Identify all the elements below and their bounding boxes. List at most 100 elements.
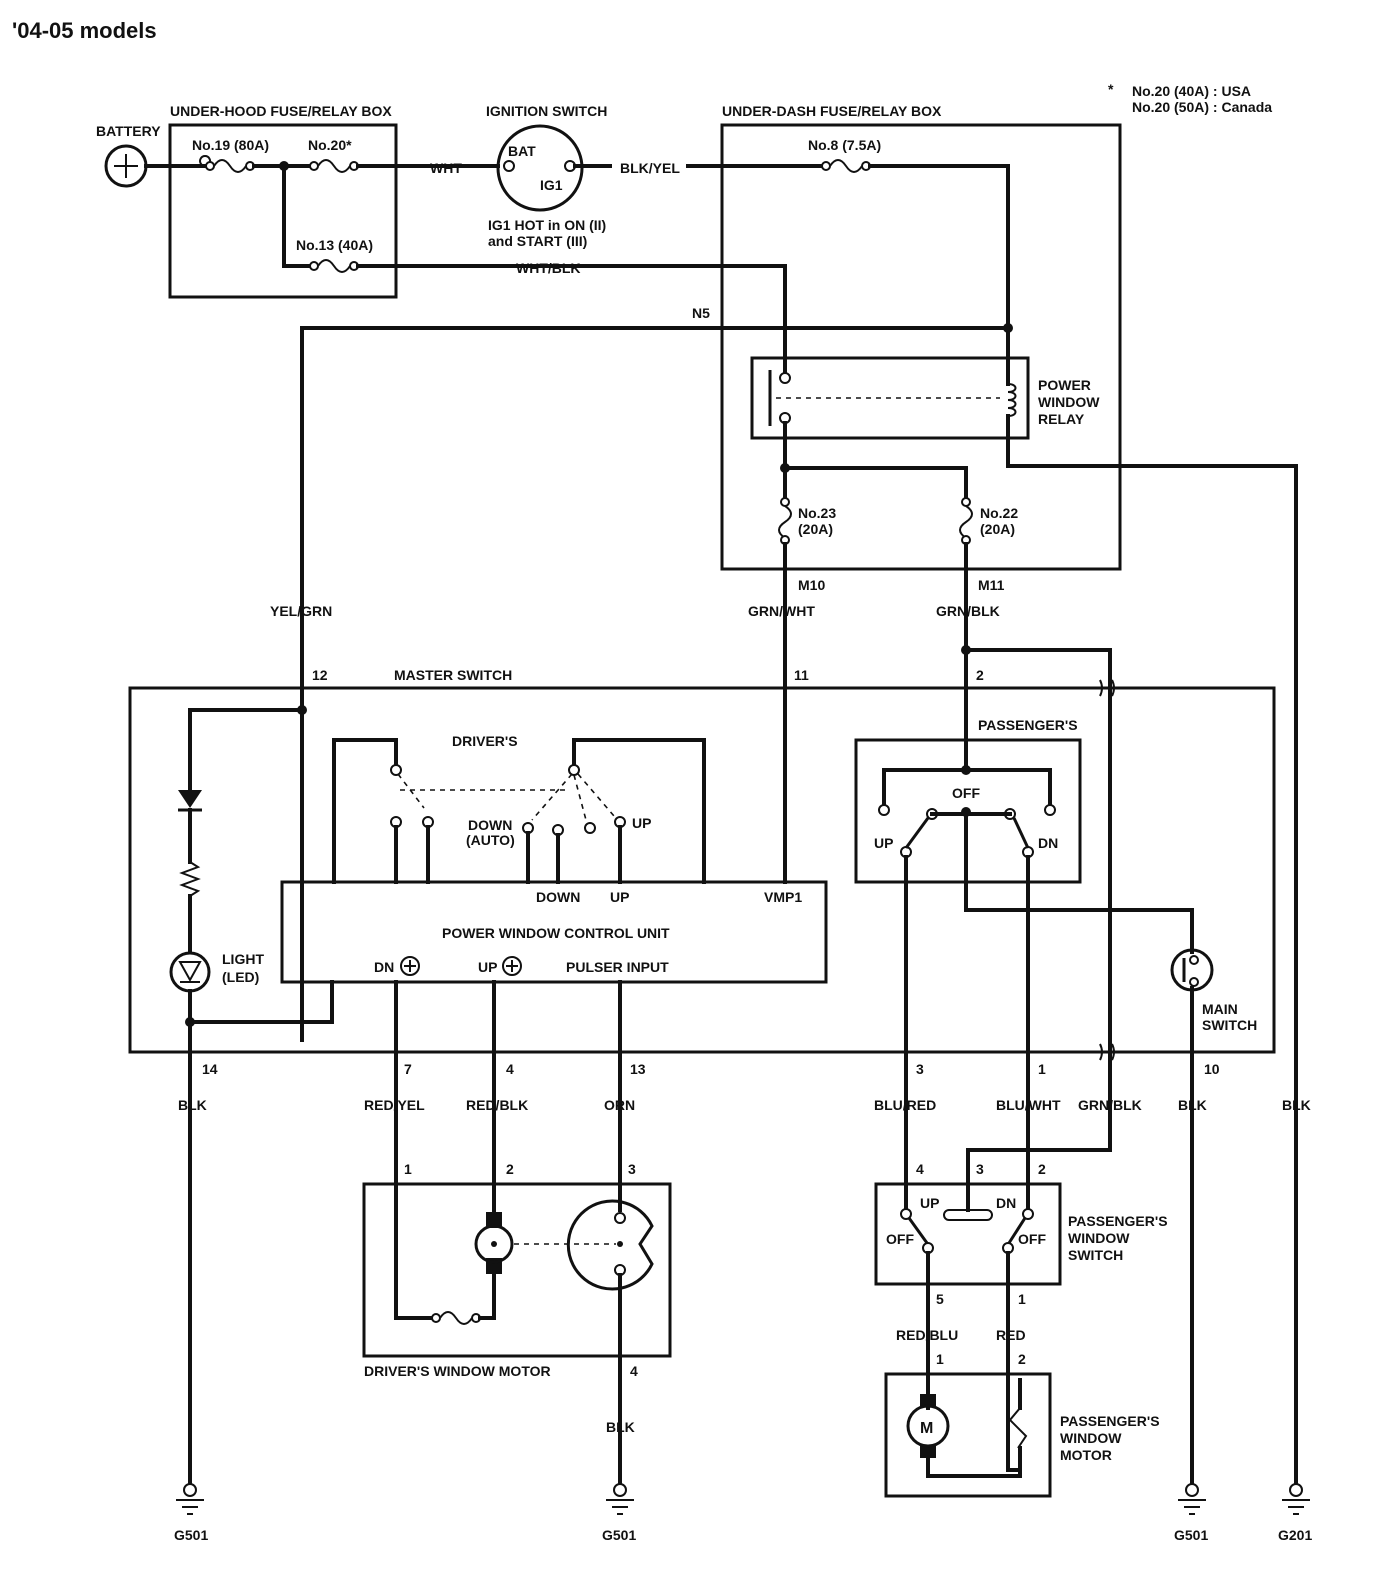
fuse-8-label: No.8 (7.5A) bbox=[808, 137, 881, 153]
note-line-2: No.20 (50A) : Canada bbox=[1132, 99, 1272, 115]
ignition-switch: IGNITION SWITCH BAT IG1 IG1 HOT in ON (I… bbox=[486, 103, 607, 249]
pin-12: 12 bbox=[312, 667, 328, 683]
pin-10: 10 bbox=[1204, 1061, 1220, 1077]
fuse-22-label-2: (20A) bbox=[980, 521, 1015, 537]
fuse-22-label-1: No.22 bbox=[980, 505, 1018, 521]
pcu-up-out-label: UP bbox=[478, 959, 497, 975]
ignition-ig1-label: IG1 bbox=[540, 177, 563, 193]
wire-grn-wht: GRN/WHT bbox=[748, 603, 815, 619]
fuse-23-label-1: No.23 bbox=[798, 505, 836, 521]
passengers-label: PASSENGER'S bbox=[978, 717, 1078, 733]
passengers-dn-label: DN bbox=[1038, 835, 1058, 851]
pws-off-right: OFF bbox=[1018, 1231, 1046, 1247]
diagram-title: '04-05 models bbox=[12, 18, 157, 43]
dwm-pin-2: 2 bbox=[506, 1161, 514, 1177]
pws-label-1: PASSENGER'S bbox=[1068, 1213, 1168, 1229]
master-switch: MASTER SWITCH 12 11 2 bbox=[128, 667, 1276, 1054]
wire-grn-blk: GRN/BLK bbox=[1078, 1097, 1142, 1113]
pcu-down-label: DOWN bbox=[536, 889, 580, 905]
dwm-pin-3: 3 bbox=[628, 1161, 636, 1177]
pws-pin-5: 5 bbox=[936, 1291, 944, 1307]
pin-1: 1 bbox=[1038, 1061, 1046, 1077]
fuse-19-label: No.19 (80A) bbox=[192, 137, 269, 153]
pws-off-left: OFF bbox=[886, 1231, 914, 1247]
note-line-1: No.20 (40A) : USA bbox=[1132, 83, 1251, 99]
wire-blk-1: BLK bbox=[178, 1097, 207, 1113]
pws-dn-label: DN bbox=[996, 1195, 1016, 1211]
battery: BATTERY bbox=[96, 123, 161, 188]
wire-red-yel: RED/YEL bbox=[364, 1097, 425, 1113]
pin-4: 4 bbox=[506, 1061, 514, 1077]
ground-label-3: G501 bbox=[1174, 1527, 1208, 1543]
fuse-22-symbol: No.22 (20A) bbox=[959, 497, 1018, 545]
power-window-control-unit: DOWN UP VMP1 POWER WINDOW CONTROL UNIT D… bbox=[280, 880, 828, 984]
main-switch-label-1: MAIN bbox=[1202, 1001, 1238, 1017]
pws-pin-2: 2 bbox=[1038, 1161, 1046, 1177]
pws-label-3: SWITCH bbox=[1068, 1247, 1123, 1263]
fuse-13-symbol bbox=[309, 259, 359, 273]
fuse-20-symbol bbox=[309, 159, 359, 173]
pwm-label-3: MOTOR bbox=[1060, 1447, 1112, 1463]
light-label-2: (LED) bbox=[222, 969, 259, 985]
connector-n5: N5 bbox=[692, 305, 710, 321]
pwm-pin-1: 1 bbox=[936, 1351, 944, 1367]
fuse-13-label: No.13 (40A) bbox=[296, 237, 373, 253]
power-window-relay: POWER WINDOW RELAY bbox=[750, 356, 1100, 440]
resistor-symbol bbox=[179, 861, 201, 897]
fuse-20-label: No.20* bbox=[308, 137, 352, 153]
note-asterisk: * bbox=[1108, 81, 1114, 97]
passengers-off-label: OFF bbox=[952, 785, 980, 801]
fuse-23-label-2: (20A) bbox=[798, 521, 833, 537]
connector-m10: M10 bbox=[798, 577, 825, 593]
relay-label-3: RELAY bbox=[1038, 411, 1085, 427]
ignition-note-2: and START (III) bbox=[488, 233, 587, 249]
fuse-19-symbol bbox=[205, 159, 255, 173]
pin-13: 13 bbox=[630, 1061, 646, 1077]
wire-blu-red: BLU/RED bbox=[874, 1097, 936, 1113]
fuse-23-symbol: No.23 (20A) bbox=[778, 497, 836, 545]
pin-2: 2 bbox=[976, 667, 984, 683]
passengers-window-motor: 1 2 M PASSENGER'S WINDOW MOTOR bbox=[884, 1351, 1160, 1498]
drivers-up-label: UP bbox=[632, 815, 651, 831]
under-dash-box-label: UNDER-DASH FUSE/RELAY BOX bbox=[722, 103, 942, 119]
pwm-label-1: PASSENGER'S bbox=[1060, 1413, 1160, 1429]
down-auto-label-2: (AUTO) bbox=[466, 832, 515, 848]
master-switch-label: MASTER SWITCH bbox=[394, 667, 512, 683]
pwm-pin-2: 2 bbox=[1018, 1351, 1026, 1367]
under-hood-box-label: UNDER-HOOD FUSE/RELAY BOX bbox=[170, 103, 392, 119]
dwm-pin-1: 1 bbox=[404, 1161, 412, 1177]
pwm-label-2: WINDOW bbox=[1060, 1430, 1122, 1446]
wire-blk-4: BLK bbox=[606, 1419, 635, 1435]
pws-up-label: UP bbox=[920, 1195, 939, 1211]
passengers-up-label: UP bbox=[874, 835, 893, 851]
relay-label-1: POWER bbox=[1038, 377, 1091, 393]
light-label-1: LIGHT bbox=[222, 951, 264, 967]
under-dash-fuse-box: UNDER-DASH FUSE/RELAY BOX No.8 (7.5A) bbox=[720, 103, 1122, 571]
ground-label-2: G501 bbox=[602, 1527, 636, 1543]
pcu-vmp1-label: VMP1 bbox=[764, 889, 802, 905]
ignition-bat-label: BAT bbox=[508, 143, 536, 159]
connector-m11: M11 bbox=[978, 577, 1005, 593]
drivers-window-motor: 1 2 3 DRIVER'S WINDOW MOTOR bbox=[362, 1161, 672, 1379]
ground-g201: G201 bbox=[1278, 1483, 1312, 1543]
pws-pin-1: 1 bbox=[1018, 1291, 1026, 1307]
wire-wht: WHT bbox=[430, 160, 462, 176]
wire-blk-3: BLK bbox=[1282, 1097, 1311, 1113]
under-hood-fuse-box: UNDER-HOOD FUSE/RELAY BOX No.19 (80A) No… bbox=[168, 103, 398, 299]
down-auto-label-1: DOWN bbox=[468, 817, 512, 833]
wire-red-blk: RED/BLK bbox=[466, 1097, 528, 1113]
wire-wht-blk: WHT/BLK bbox=[516, 260, 581, 276]
passengers-window-switch: 4 3 2 UP DN OFF OFF PASSENGER'S WINDOW S… bbox=[874, 1161, 1168, 1286]
pin-3: 3 bbox=[916, 1061, 924, 1077]
ignition-note-1: IG1 HOT in ON (II) bbox=[488, 217, 606, 233]
pin-7: 7 bbox=[404, 1061, 412, 1077]
pcu-dn-label: DN bbox=[374, 959, 394, 975]
battery-label: BATTERY bbox=[96, 123, 161, 139]
wire-red-blu: RED/BLU bbox=[896, 1327, 958, 1343]
fuse-8-symbol bbox=[821, 159, 871, 173]
main-switch: MAIN SWITCH bbox=[1170, 948, 1257, 1033]
control-unit-label: POWER WINDOW CONTROL UNIT bbox=[442, 925, 670, 941]
wire-yel-grn: YEL/GRN bbox=[270, 603, 332, 619]
light-led: LIGHT (LED) bbox=[169, 951, 264, 993]
